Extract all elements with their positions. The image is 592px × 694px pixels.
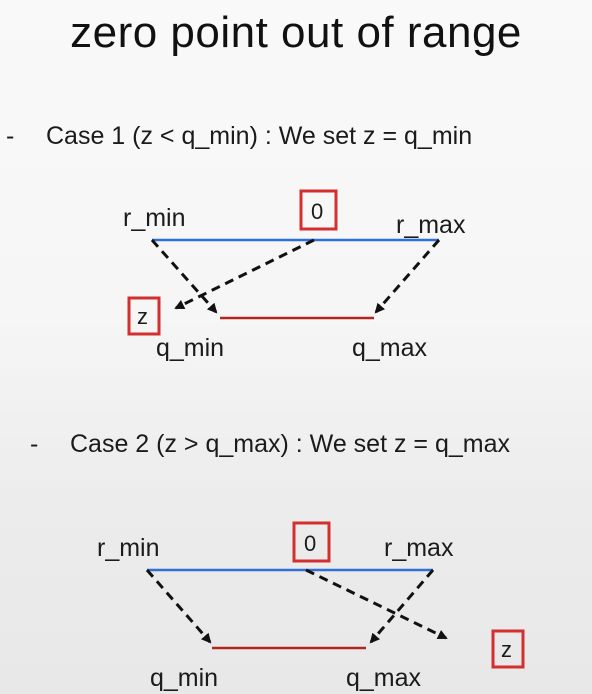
- case-1-text: Case 1 (z < q_min) : We set z = q_min: [46, 122, 473, 150]
- case-1-arrow-rmin-to-qmin: [150, 239, 218, 314]
- case-1-bullet: -: [6, 122, 15, 150]
- case-2-arrow-zero-to-z: [305, 568, 448, 640]
- case-1-arrow-zero-to-z: [174, 238, 315, 310]
- case-2-text: Case 2 (z > q_max) : We set z = q_max: [70, 430, 510, 458]
- case-2-r-min-label: r_min: [97, 534, 160, 562]
- case-2-q-max-label: q_max: [346, 664, 422, 692]
- case-2-diagram: r_min r_max 0 z q_min q_max: [97, 521, 525, 692]
- case-2-q-min-label: q_min: [150, 664, 218, 692]
- case-2-z-box: [491, 629, 525, 669]
- case-1-diagram: r_min r_max 0 z q_min q_max: [123, 189, 466, 362]
- case-1-zero-label: 0: [311, 199, 323, 224]
- case-2-zero-label: 0: [304, 531, 316, 556]
- case-1-heading: - Case 1 (z < q_min) : We set z = q_min: [6, 122, 472, 151]
- case-2-zero-box: [292, 521, 331, 563]
- case-2-arrow-rmax-to-qmax: [369, 569, 435, 644]
- case-1-zero-box: [299, 189, 338, 231]
- case-2-arrow-rmin-to-qmin: [145, 569, 212, 644]
- case-2-bullet: -: [30, 430, 39, 458]
- case-1-z-box: [127, 296, 161, 336]
- case-1-q-max-label: q_max: [352, 334, 428, 362]
- case-2-heading: - Case 2 (z > q_max) : We set z = q_max: [30, 430, 510, 459]
- case-1-arrow-rmax-to-qmax: [374, 239, 441, 314]
- slide-title: zero point out of range: [70, 8, 522, 57]
- case-2-r-max-label: r_max: [384, 534, 454, 562]
- case-2-z-label: z: [501, 637, 512, 662]
- case-1-z-label: z: [137, 304, 148, 329]
- case-1-r-max-label: r_max: [396, 211, 466, 239]
- case-1-q-min-label: q_min: [156, 334, 224, 362]
- case-1-r-min-label: r_min: [123, 204, 186, 232]
